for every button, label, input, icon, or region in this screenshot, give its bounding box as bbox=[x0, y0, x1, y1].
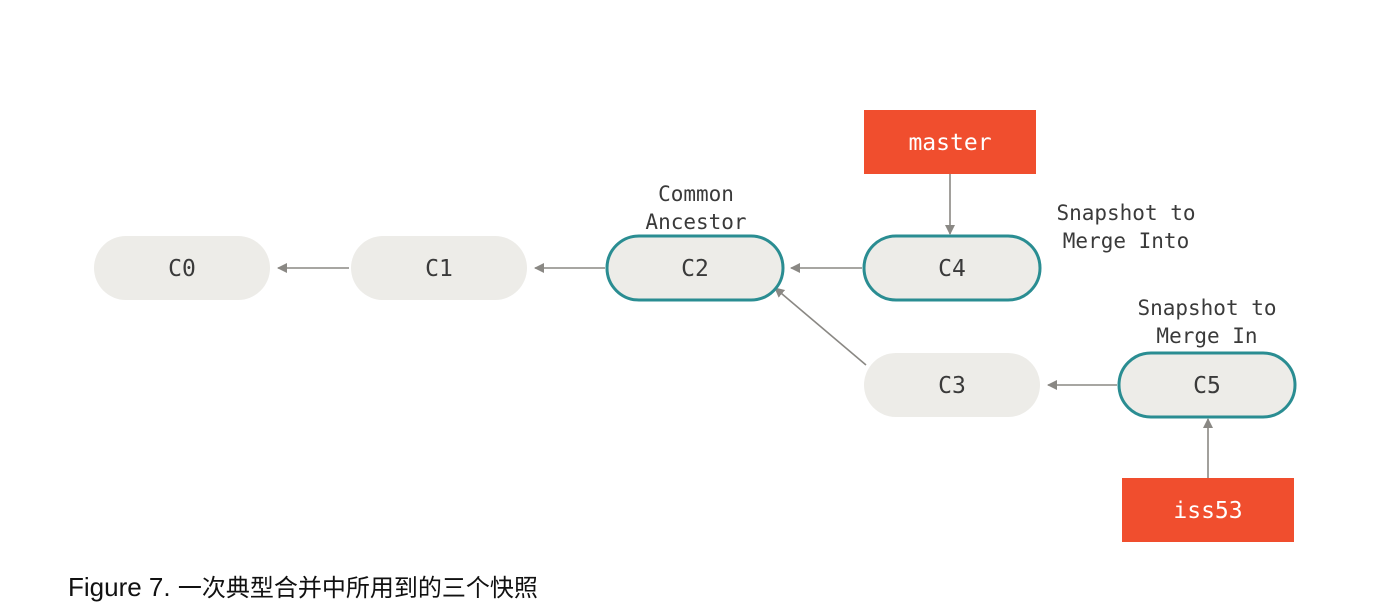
parent-arrow-c3-c2 bbox=[774, 287, 867, 366]
commit-pill bbox=[94, 236, 270, 300]
branch-box bbox=[864, 110, 1036, 174]
commit-pill bbox=[864, 353, 1040, 417]
annotation-common-ancestor-line1: Common bbox=[658, 182, 734, 206]
branch-label: master bbox=[908, 130, 991, 156]
branch-master: master bbox=[864, 110, 1036, 235]
branch-labels: master iss53 bbox=[864, 110, 1294, 542]
branch-iss53: iss53 bbox=[1122, 418, 1294, 542]
commit-label: C2 bbox=[681, 256, 709, 282]
commit-node-c2: C2 bbox=[605, 234, 785, 302]
annotation-merge-into-line1: Snapshot to bbox=[1056, 201, 1195, 225]
commit-pill bbox=[862, 234, 1042, 302]
annotation-merge-into-line2: Merge Into bbox=[1063, 229, 1189, 253]
annotation-common-ancestor-line2: Ancestor bbox=[645, 210, 746, 234]
commit-node-c4: C4 bbox=[862, 234, 1042, 302]
commit-pill bbox=[351, 236, 527, 300]
commit-label: C4 bbox=[938, 256, 966, 282]
annotation-merge-in-line2: Merge In bbox=[1156, 324, 1257, 348]
commit-node-c3: C3 bbox=[864, 353, 1040, 417]
commit-node-c1: C1 bbox=[351, 236, 527, 300]
annotation-merge-in-line1: Snapshot to bbox=[1137, 296, 1276, 320]
commit-label: C0 bbox=[168, 256, 196, 282]
caption-text: 一次典型合并中所用到的三个快照 bbox=[177, 574, 538, 602]
commit-node-c5: C5 bbox=[1117, 351, 1297, 419]
commit-pill bbox=[605, 234, 785, 302]
branch-box bbox=[1122, 478, 1294, 542]
commit-pill bbox=[1117, 351, 1297, 419]
figure-caption: Figure 7. 一次典型合并中所用到的三个快照 bbox=[68, 568, 538, 603]
commit-node-c0: C0 bbox=[94, 236, 270, 300]
branch-label: iss53 bbox=[1173, 498, 1242, 524]
commit-label: C3 bbox=[938, 373, 966, 399]
commit-label: C5 bbox=[1193, 373, 1221, 399]
caption-figure-number: Figure 7. bbox=[68, 572, 171, 602]
parent-edges bbox=[277, 263, 1117, 390]
commit-label: C1 bbox=[425, 256, 453, 282]
